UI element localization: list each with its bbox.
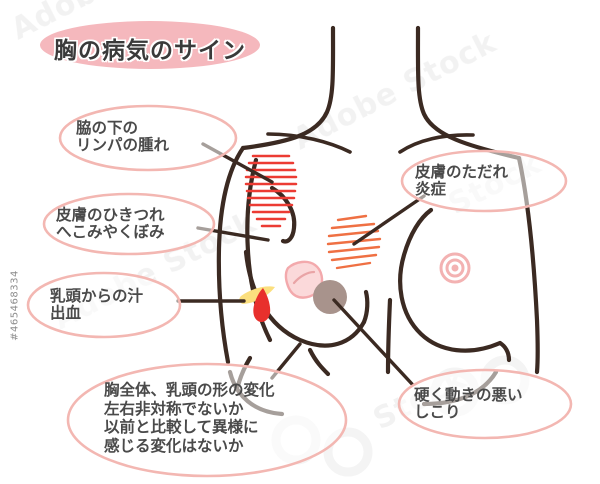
armpit-hatched-patch — [244, 154, 298, 228]
callout-line: 硬く動きの悪い — [414, 386, 523, 404]
callout-ellipse-discharge[interactable] — [26, 271, 182, 339]
callout-line: 胸全体、乳頭の形の変化 — [104, 381, 275, 399]
sternum-line — [385, 297, 393, 375]
title-banner — [40, 21, 260, 69]
neck-left-line — [240, 25, 336, 151]
callout-text-shape-change: 胸全体、乳頭の形の変化 左右非対称でないか 以前と比較して異様に 感じる変化はな… — [104, 381, 275, 455]
callout-text-lump: 硬く動きの悪い しこり — [414, 386, 523, 422]
callout-line: へこみやくぼみ — [56, 223, 165, 242]
blood-red-drop — [253, 288, 271, 323]
callout-line: 皮膚のただれ — [415, 163, 509, 181]
callout-text-lymph: 脇の下の リンパの腫れ — [76, 119, 170, 155]
discharge-yellow-drop — [239, 286, 275, 304]
left-lower-line — [307, 347, 331, 377]
normal-nipple-areola — [439, 252, 471, 284]
leader-line-lump — [332, 298, 414, 386]
right-breast-inner-line — [497, 340, 512, 363]
callout-line: 乳頭からの汁 — [50, 287, 144, 305]
callout-ellipse-dimpling[interactable] — [42, 192, 216, 256]
callout-line: 脇の下の — [76, 119, 139, 137]
leader-line-inflammation — [352, 194, 426, 246]
callout-text-inflammation: 皮膚のただれ 炎症 — [415, 163, 509, 199]
inflammation-hatched-patch — [326, 214, 382, 270]
left-breast-inner-line — [361, 289, 370, 325]
callout-line: 出血 — [50, 304, 82, 323]
callout-line: 炎症 — [415, 180, 447, 199]
stock-asset-id: #465468334 — [9, 270, 21, 341]
page-title: 胸の病気のサイン — [54, 38, 246, 64]
callout-line: 以前と比較して異様に — [104, 418, 259, 437]
left-breast-underline — [243, 249, 367, 348]
watermark-ring — [323, 427, 373, 477]
callout-line: 感じる変化はないか — [104, 436, 244, 455]
callout-line: 皮膚のひきつれ — [56, 206, 165, 224]
normal-nipple-ring — [445, 258, 465, 278]
callout-line: 左右非対称でないか — [104, 399, 244, 418]
collarbone-left — [266, 132, 352, 154]
left-arm-line — [216, 145, 246, 365]
callout-ellipse-lump[interactable] — [397, 368, 573, 440]
callout-line: リンパの腫れ — [76, 136, 170, 155]
deformed-nipple-crease — [292, 270, 316, 285]
callout-text-dimpling: 皮膚のひきつれ へこみやくぼみ — [56, 206, 165, 242]
callout-text-discharge: 乳頭からの汁 出血 — [50, 287, 144, 323]
normal-nipple-center — [451, 264, 459, 272]
collarbone-right — [398, 133, 475, 154]
callout-ellipse-lymph[interactable] — [58, 104, 238, 172]
callout-ellipse-inflammation[interactable] — [400, 149, 568, 213]
neck-right-line — [415, 25, 522, 161]
callout-ellipse-shape-change[interactable] — [66, 362, 348, 478]
callout-line: しこり — [414, 403, 461, 422]
right-breast-outline — [398, 207, 503, 353]
